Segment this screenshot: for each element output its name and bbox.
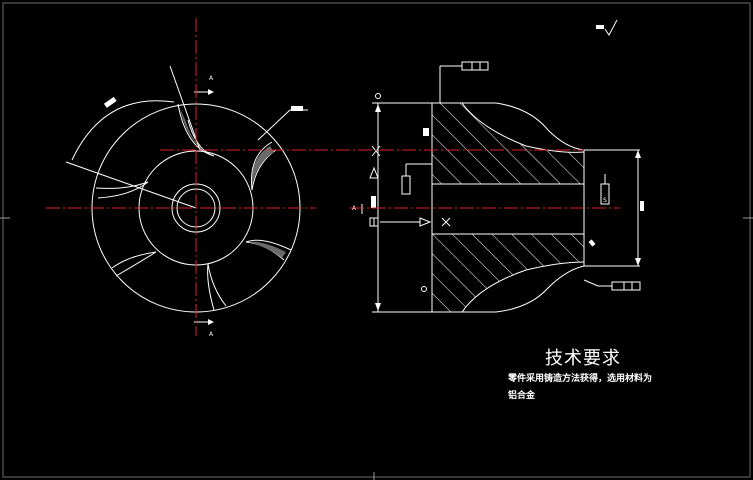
left-dim-marker-bottom bbox=[421, 286, 427, 292]
hub-upper-curve bbox=[461, 102, 585, 153]
x-mark-upper bbox=[371, 145, 381, 157]
top-callout-frame bbox=[461, 61, 489, 71]
section-label-bottom: A bbox=[209, 331, 214, 338]
impeller-front-view: A A bbox=[46, 18, 316, 338]
section-marker-top: A bbox=[194, 75, 214, 95]
left-dim-arrow-top bbox=[375, 104, 381, 112]
hatch-lower bbox=[432, 234, 584, 312]
left-dim-arrow-bottom bbox=[375, 303, 381, 311]
surface-finish-symbol bbox=[596, 19, 618, 36]
left-dim-marker-top bbox=[375, 93, 381, 99]
left-view-arrow-up bbox=[369, 166, 379, 179]
left-tag-upper bbox=[423, 128, 429, 136]
x-mark-lower bbox=[441, 217, 451, 227]
hub-upper-outer-curve bbox=[495, 102, 585, 151]
right-small-mark bbox=[588, 239, 596, 247]
blade-root-fill-3 bbox=[248, 241, 286, 258]
section-label-top: A bbox=[209, 75, 214, 82]
blade-2 bbox=[250, 141, 277, 191]
blade-5 bbox=[111, 251, 157, 277]
right-s-tag-label: S bbox=[603, 197, 607, 204]
tech-requirements-title: 技术要求 bbox=[545, 348, 621, 369]
angle-dim-tag bbox=[103, 96, 117, 108]
front-leader-line bbox=[257, 109, 291, 141]
angle-dim-line-1 bbox=[65, 161, 197, 209]
blade-4 bbox=[207, 263, 227, 311]
right-dim-arrow-bottom bbox=[635, 258, 641, 266]
right-callout-leader bbox=[583, 279, 599, 287]
right-dim-tag bbox=[640, 201, 644, 211]
angle-dim-line-2 bbox=[169, 65, 201, 151]
right-callout-frame bbox=[611, 281, 641, 291]
right-dim-arrow-top bbox=[635, 150, 641, 158]
check-mark-icon bbox=[604, 19, 618, 36]
angle-dimension-arc bbox=[71, 100, 175, 161]
hub-lower-outer-curve bbox=[495, 265, 585, 313]
surface-finish-tag bbox=[596, 25, 604, 29]
blade-1 bbox=[177, 103, 215, 157]
section-marker-bottom: A bbox=[194, 319, 214, 338]
blade-root-fill-2 bbox=[251, 146, 274, 186]
hub-lower-curve bbox=[461, 261, 585, 313]
front-leader-tag bbox=[291, 106, 303, 111]
left-small-tag-1 bbox=[371, 196, 376, 208]
side-section-view: A S bbox=[160, 61, 644, 313]
tech-requirements-note: 零件采用铸造方法获得，选用材料为铝合金 bbox=[508, 374, 653, 401]
bore-arrow bbox=[419, 217, 432, 227]
hatch-upper bbox=[432, 103, 584, 184]
blade-6 bbox=[95, 181, 149, 199]
bore-tag-box bbox=[401, 175, 411, 195]
